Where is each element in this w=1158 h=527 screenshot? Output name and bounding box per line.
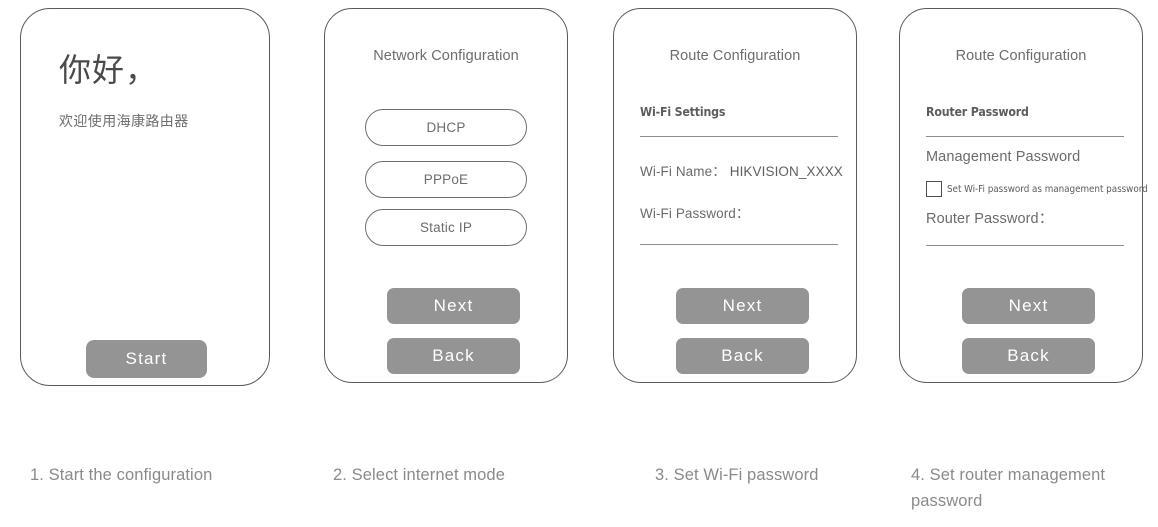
back-button[interactable]: Back — [962, 338, 1095, 374]
next-button[interactable]: Next — [387, 288, 520, 324]
router-password-label[interactable]: Router Password： — [926, 211, 1054, 227]
wifi-password-label[interactable]: Wi-Fi Password： — [640, 206, 750, 221]
page-title: Route Configuration — [669, 48, 801, 64]
phone-screen-wifi-configuration: Route Configuration Wi-Fi Settings Wi-Fi… — [613, 8, 857, 383]
management-password-label[interactable]: Management Password — [926, 149, 1081, 165]
section-heading-wifi-settings: Wi-Fi Settings — [640, 105, 726, 119]
wifi-name-label: Wi-Fi Name： — [640, 164, 726, 179]
next-button[interactable]: Next — [676, 288, 809, 324]
step-caption-4: 4. Set router management password — [911, 466, 1106, 510]
wifi-name-value: HIKVISION_XXXX — [729, 164, 843, 179]
greeting-heading: 你好， — [59, 52, 159, 88]
divider-bottom — [640, 244, 838, 246]
phone-screen-welcome: 你好， 欢迎使用海康路由器 Start — [20, 8, 270, 386]
option-static-ip[interactable]: Static IP — [365, 209, 527, 246]
page-title: Network Configuration — [373, 48, 519, 64]
back-button[interactable]: Back — [387, 338, 520, 374]
phone-screen-router-password: Route Configuration Router Password Mana… — [899, 8, 1148, 383]
checkbox-label: Set Wi-Fi password as management passwor… — [947, 183, 1148, 195]
step-caption-3: 3. Set Wi-Fi password — [655, 466, 819, 484]
next-button[interactable]: Next — [962, 288, 1095, 324]
wifi-name-row: Wi-Fi Name： HIKVISION_XXXX — [640, 160, 843, 180]
step-caption-2: 2. Select internet mode — [333, 466, 505, 484]
page-title: Route Configuration — [955, 48, 1087, 64]
divider-top — [640, 136, 838, 138]
divider-bottom — [926, 245, 1124, 247]
option-pppoe[interactable]: PPPoE — [365, 161, 527, 198]
start-button[interactable]: Start — [86, 340, 207, 378]
option-dhcp[interactable]: DHCP — [365, 109, 527, 146]
use-wifi-password-checkbox-row[interactable]: Set Wi-Fi password as management passwor… — [926, 181, 1158, 197]
section-heading-router-password: Router Password — [926, 105, 1029, 119]
divider-top — [926, 136, 1124, 138]
step-caption-1: 1. Start the configuration — [30, 466, 213, 484]
greeting-subtext: 欢迎使用海康路由器 — [59, 113, 189, 129]
phone-screen-network-configuration: Network Configuration DHCP PPPoE Static … — [324, 8, 568, 383]
back-button[interactable]: Back — [676, 338, 809, 374]
checkbox-icon[interactable] — [926, 181, 942, 197]
